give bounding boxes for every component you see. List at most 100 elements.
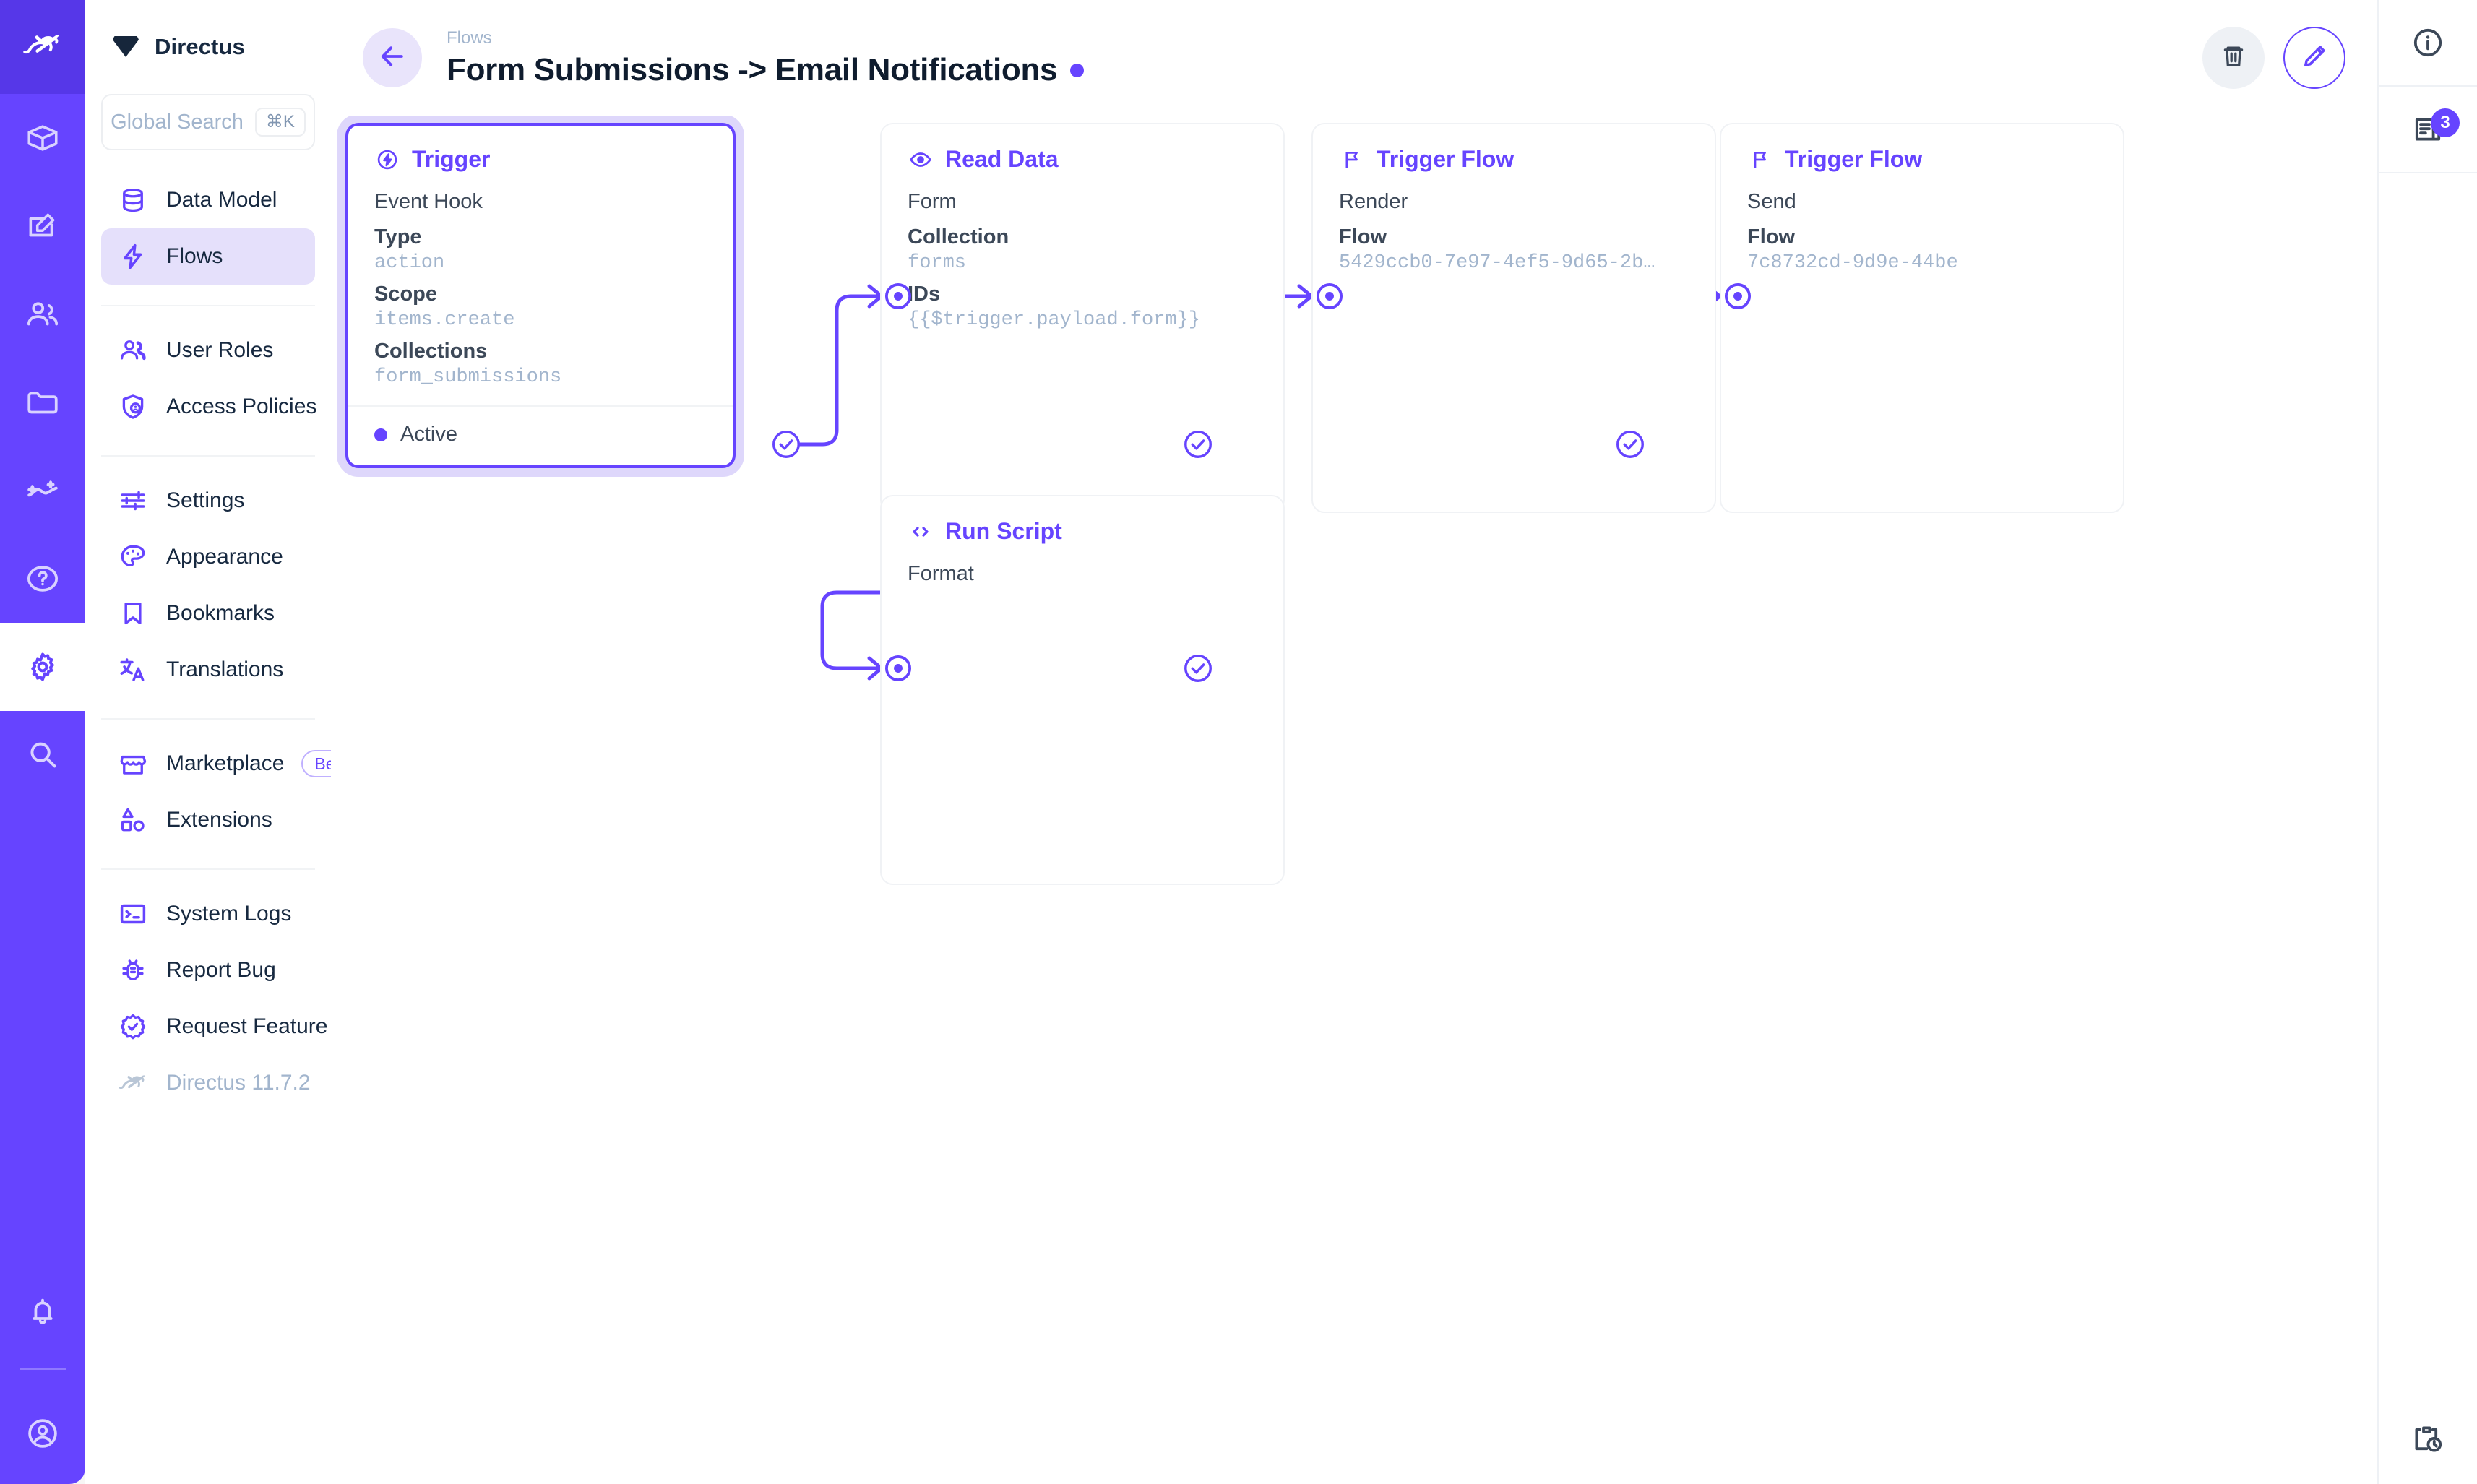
terminal-icon bbox=[117, 898, 149, 930]
info-circle-icon bbox=[2411, 25, 2445, 60]
module-item-search[interactable] bbox=[0, 711, 85, 799]
logs-sidebar-button[interactable]: 3 bbox=[2379, 87, 2477, 173]
delete-flow-button[interactable] bbox=[2202, 27, 2265, 89]
flow-status-dot bbox=[1070, 63, 1085, 77]
bolt-icon bbox=[117, 241, 149, 272]
module-item-notifications[interactable] bbox=[0, 1267, 85, 1355]
pencil-icon bbox=[2299, 41, 2330, 75]
module-item-user-directory[interactable] bbox=[0, 270, 85, 358]
node-title: Trigger bbox=[412, 146, 491, 172]
title-block: Flows Form Submissions -> Email Notifica… bbox=[447, 27, 1085, 88]
store-icon bbox=[117, 748, 149, 780]
eye-icon bbox=[908, 147, 934, 173]
sidebar-item-bookmarks[interactable]: Bookmarks bbox=[101, 585, 315, 642]
sidebar-item-request-feature[interactable]: Request Feature bbox=[101, 998, 327, 1055]
sidebar-item-label: Marketplace bbox=[166, 751, 285, 775]
database-icon bbox=[117, 184, 149, 216]
shield-user-icon bbox=[117, 391, 149, 423]
node-title-row: Trigger Flow bbox=[1747, 146, 2097, 173]
port-render-resolve[interactable] bbox=[1614, 428, 1647, 461]
flow-node-run-script[interactable]: Run Script Format bbox=[880, 495, 1285, 885]
sidebar-item-data-model[interactable]: Data Model bbox=[101, 172, 315, 228]
users-icon bbox=[117, 335, 149, 366]
page-header: Flows Form Submissions -> Email Notifica… bbox=[331, 0, 2377, 116]
sidebar-item-translations[interactable]: Translations bbox=[101, 642, 315, 698]
flow-node-trigger-flow-render[interactable]: Trigger Flow Render Flow 5429ccb0-7e97-4… bbox=[1311, 123, 1716, 513]
back-button[interactable] bbox=[363, 28, 422, 87]
sidebar-item-extensions[interactable]: Extensions bbox=[101, 792, 315, 848]
sidebar-item-label: Bookmarks bbox=[166, 601, 275, 625]
node-title: Trigger Flow bbox=[1377, 146, 1515, 172]
port-read-data-input[interactable] bbox=[882, 280, 915, 313]
port-read-data-resolve[interactable] bbox=[1181, 428, 1215, 461]
bookmark-icon bbox=[117, 598, 149, 629]
module-item-help[interactable] bbox=[0, 535, 85, 623]
sidebar-item-system-logs[interactable]: System Logs bbox=[101, 886, 315, 942]
account-circle-icon bbox=[25, 1415, 61, 1451]
sidebar-item-user-roles[interactable]: User Roles bbox=[101, 322, 315, 379]
sidebar-item-label: Extensions bbox=[166, 808, 272, 832]
flow-node-trigger[interactable]: Trigger Event Hook Type action Scope ite… bbox=[345, 123, 736, 468]
edit-square-icon bbox=[25, 208, 61, 244]
sidebar-item-report-bug[interactable]: Report Bug bbox=[101, 942, 315, 998]
sidebar-brand[interactable]: Directus bbox=[85, 0, 331, 94]
folder-icon bbox=[25, 384, 61, 420]
node-title-row: Trigger bbox=[374, 146, 707, 173]
breadcrumb[interactable]: Flows bbox=[447, 28, 492, 48]
module-item-content[interactable] bbox=[0, 94, 85, 182]
module-item-account[interactable] bbox=[0, 1383, 85, 1484]
node-title-row: Trigger Flow bbox=[1339, 146, 1689, 173]
sidebar-item-version: Directus 11.7.2 bbox=[101, 1055, 315, 1111]
sidebar-item-settings[interactable]: Settings bbox=[101, 473, 315, 529]
trash-icon bbox=[2218, 41, 2249, 75]
users-icon bbox=[25, 296, 61, 332]
sidebar-item-appearance[interactable]: Appearance bbox=[101, 529, 315, 585]
revisions-button[interactable] bbox=[2379, 1397, 2477, 1484]
badge-check-icon bbox=[117, 1011, 149, 1043]
info-sidebar-button[interactable] bbox=[2379, 0, 2477, 87]
sidebar-item-flows[interactable]: Flows bbox=[101, 228, 315, 285]
flag-icon bbox=[1339, 147, 1365, 173]
module-item-editor[interactable] bbox=[0, 182, 85, 270]
port-send-input[interactable] bbox=[1721, 280, 1754, 313]
module-item-file-library[interactable] bbox=[0, 358, 85, 447]
node-title-row: Read Data bbox=[908, 146, 1257, 173]
field-value: forms bbox=[908, 252, 967, 274]
flow-node-read-data[interactable]: Read Data Form Collection forms IDs {{$t… bbox=[880, 123, 1285, 513]
bug-icon bbox=[117, 954, 149, 986]
status-badge: Active bbox=[400, 423, 457, 446]
sidebar: Directus Global Search ⌘K Data Model bbox=[85, 0, 362, 1484]
sidebar-item-marketplace[interactable]: Marketplace Beta bbox=[101, 735, 362, 792]
palette-icon bbox=[117, 541, 149, 573]
sidebar-item-label: Flows bbox=[166, 244, 223, 268]
sidebar-group-2: User Roles Access Policies bbox=[85, 306, 331, 435]
port-render-input[interactable] bbox=[1313, 280, 1346, 313]
module-item-insights[interactable] bbox=[0, 447, 85, 535]
port-run-script-resolve[interactable] bbox=[1181, 652, 1215, 685]
sidebar-item-access-policies[interactable]: Access Policies bbox=[101, 379, 316, 435]
port-trigger-resolve[interactable] bbox=[770, 428, 803, 461]
node-title: Run Script bbox=[945, 518, 1062, 544]
module-item-settings[interactable] bbox=[0, 623, 85, 711]
port-run-script-input[interactable] bbox=[882, 652, 915, 685]
module-divider bbox=[20, 1368, 66, 1370]
search-placeholder: Global Search bbox=[111, 110, 244, 134]
logs-count-badge: 3 bbox=[2431, 108, 2460, 137]
extensions-icon bbox=[117, 804, 149, 836]
sidebar-item-label: Request Feature bbox=[166, 1014, 328, 1038]
node-title: Read Data bbox=[945, 146, 1059, 172]
translate-icon bbox=[117, 654, 149, 686]
module-bar bbox=[0, 0, 85, 1484]
node-subtitle: Render bbox=[1339, 190, 1408, 213]
global-search-input[interactable]: Global Search ⌘K bbox=[101, 94, 315, 150]
edge-trigger-to-read-data bbox=[784, 294, 882, 447]
edit-flow-button[interactable] bbox=[2283, 27, 2345, 89]
arrow-head-render bbox=[1297, 284, 1314, 309]
module-item-directus-logo[interactable] bbox=[0, 0, 85, 94]
flow-canvas[interactable]: Trigger Event Hook Type action Scope ite… bbox=[331, 116, 2377, 1484]
field-value: {{$trigger.payload.form}} bbox=[908, 309, 1201, 331]
flow-node-trigger-flow-send[interactable]: Trigger Flow Send Flow 7c8732cd-9d9e-44b… bbox=[1720, 123, 2124, 513]
flag-icon bbox=[1747, 147, 1773, 173]
sidebar-divider bbox=[101, 868, 315, 870]
